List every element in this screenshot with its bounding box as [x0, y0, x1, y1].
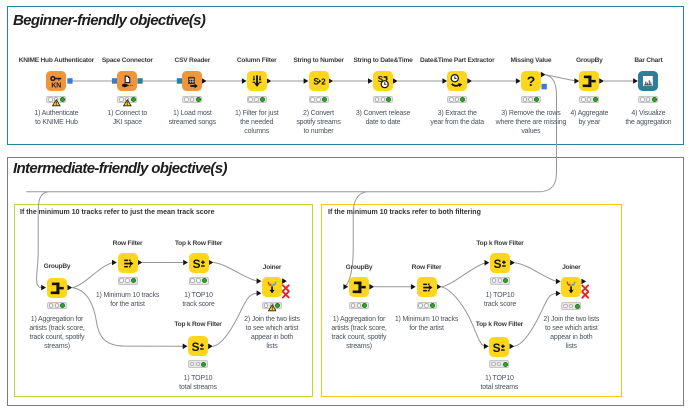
svg-text:KN: KN: [52, 83, 62, 90]
svg-text:S: S: [192, 257, 200, 271]
svg-text:S: S: [378, 75, 384, 84]
svg-text:2: 2: [321, 77, 326, 86]
svg-text:?: ?: [527, 73, 536, 89]
svg-text:S: S: [494, 257, 502, 271]
svg-text:S: S: [493, 341, 501, 355]
svg-text:S: S: [192, 340, 200, 354]
svg-text:S: S: [313, 76, 319, 86]
